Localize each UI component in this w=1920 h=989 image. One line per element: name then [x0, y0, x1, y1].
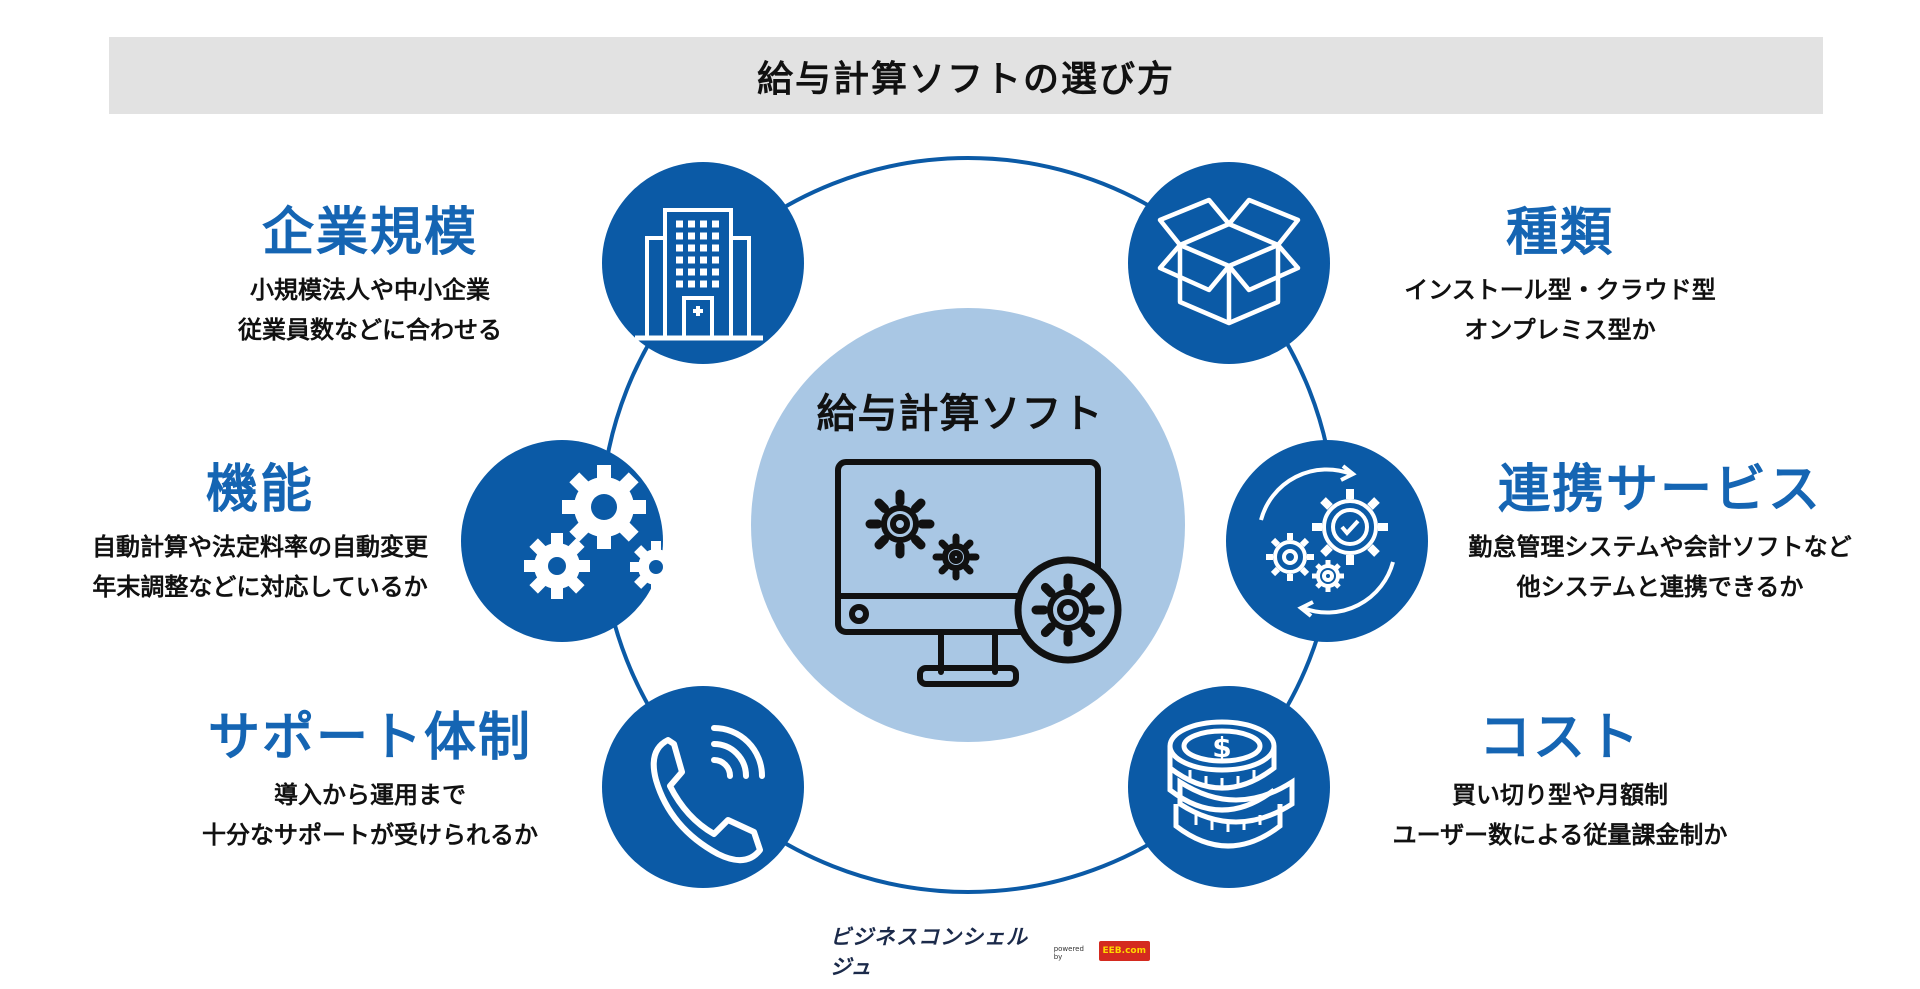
item-desc-line: 小規模法人や中小企業: [250, 276, 490, 305]
phone-icon: [650, 725, 765, 863]
item-heading: 機能: [205, 460, 314, 520]
item-desc: 自動計算や法定料率の自動変更 年末調整などに対応しているか: [40, 527, 480, 607]
item-desc-line: オンプレミス型か: [1464, 316, 1656, 345]
item-heading: 連携サービス: [1497, 460, 1822, 520]
item-desc: インストール型・クラウド型 オンプレミス型か: [1360, 270, 1760, 350]
item-desc-line: インストール型・クラウド型: [1404, 276, 1716, 305]
item-features: 機能 自動計算や法定料率の自動変更 年末調整などに対応しているか: [40, 460, 480, 607]
center-title: 給与計算ソフト: [816, 391, 1104, 437]
item-heading: コスト: [1478, 708, 1641, 768]
computer-gears-icon: [835, 459, 1122, 687]
item-integration: 連携サービス 勤怠管理システムや会計ソフトなど 他システムと連携できるか: [1440, 460, 1880, 607]
item-desc: 買い切り型や月額制 ユーザー数による従量課金制か: [1360, 775, 1760, 855]
item-desc-line: 導入から運用まで: [274, 781, 466, 810]
item-heading: 種類: [1505, 203, 1614, 263]
item-desc-line: 自動計算や法定料率の自動変更: [92, 533, 428, 562]
page-title: 給与計算ソフトの選び方: [756, 58, 1175, 100]
footer-powered-by: powered by: [1053, 945, 1084, 961]
item-desc-line: 年末調整などに対応しているか: [92, 573, 428, 602]
item-desc-line: 他システムと連携できるか: [1516, 573, 1804, 602]
item-type: 種類 インストール型・クラウド型 オンプレミス型か: [1360, 203, 1760, 350]
item-desc-line: 買い切り型や月額制: [1452, 781, 1668, 810]
icon-circle-support: [602, 686, 804, 888]
item-desc: 導入から運用まで 十分なサポートが受けられるか: [150, 775, 590, 855]
box-icon: [1157, 197, 1301, 326]
item-desc-line: 従業員数などに合わせる: [238, 316, 502, 345]
item-desc-line: ユーザー数による従量課金制か: [1392, 821, 1728, 850]
dollar-sign-glyph: $: [1212, 731, 1231, 764]
icon-circle-cost: $: [1128, 686, 1330, 888]
center-disc: [751, 308, 1185, 742]
item-heading: 企業規模: [261, 203, 478, 263]
footer-logo: EEB.com: [1098, 941, 1150, 961]
item-support: サポート体制 導入から運用まで 十分なサポートが受けられるか: [150, 708, 590, 855]
item-desc-line: 勤怠管理システムや会計ソフトなど: [1468, 533, 1852, 562]
icon-circle-type: [1128, 162, 1330, 364]
icon-circle-company-size: [602, 162, 804, 364]
coins-icon: [1167, 719, 1295, 849]
sync-gears-icon: [1259, 464, 1395, 618]
icon-circle-integration: [1226, 440, 1428, 642]
building-icon: [635, 208, 763, 341]
item-heading: サポート体制: [207, 708, 532, 768]
gears-icon: [524, 465, 682, 599]
title-bar: 給与計算ソフトの選び方: [109, 37, 1823, 114]
item-cost: コスト 買い切り型や月額制 ユーザー数による従量課金制か: [1360, 708, 1760, 855]
footer-brand: ビジネスコンシェルジュ: [830, 925, 1028, 979]
item-desc-line: 十分なサポートが受けられるか: [202, 821, 538, 850]
item-desc: 勤怠管理システムや会計ソフトなど 他システムと連携できるか: [1440, 527, 1880, 607]
icon-circle-features: [461, 440, 682, 642]
item-desc: 小規模法人や中小企業 従業員数などに合わせる: [180, 270, 560, 350]
footer: ビジネスコンシェルジュ powered by EEB.com: [830, 925, 1150, 979]
item-company-size: 企業規模 小規模法人や中小企業 従業員数などに合わせる: [180, 203, 560, 350]
